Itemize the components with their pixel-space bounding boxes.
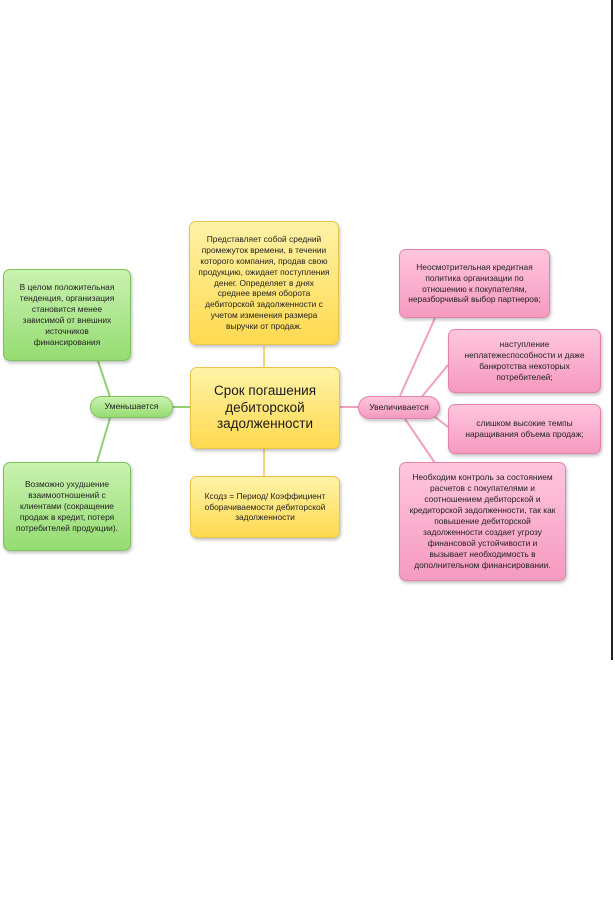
connector-right-1 <box>399 317 436 397</box>
decrease-effect-positive: В целом положительная тенденция, организ… <box>3 269 131 361</box>
formula-text: Ксодз = Период/ Коэффициент оборачиваемо… <box>204 490 326 523</box>
increase-cause-sales-growth: слишком высокие темпы наращивания объема… <box>448 404 601 454</box>
central-title: Срок погашения дебиторской задолженности <box>213 382 317 432</box>
central-topic: Срок погашения дебиторской задолженности <box>190 367 340 449</box>
formula-box: Ксодз = Период/ Коэффициент оборачиваемо… <box>190 476 340 538</box>
increases-label: Увеличивается <box>358 396 440 419</box>
increase-cause-sales-growth-text: слишком высокие темпы наращивания объема… <box>465 418 584 439</box>
decreases-text: Уменьшается <box>104 401 159 412</box>
connector-left-bottom <box>96 417 111 463</box>
increase-cause-insolvency: наступление неплатежеспособности и даже … <box>448 329 601 393</box>
connector-right-2 <box>419 364 449 400</box>
increase-control-needed: Необходим контроль за состоянием расчето… <box>399 462 566 581</box>
increase-cause-insolvency-text: наступление неплатежеспособности и даже … <box>464 339 585 382</box>
increase-control-needed-text: Необходим контроль за состоянием расчето… <box>409 472 556 570</box>
connector-left-top <box>97 360 111 398</box>
decrease-effect-positive-text: В целом положительная тенденция, организ… <box>19 282 115 347</box>
decrease-effect-negative-text: Возможно ухудшение взаимоотношений с кли… <box>16 479 118 533</box>
decrease-effect-negative: Возможно ухудшение взаимоотношений с кли… <box>3 462 131 551</box>
decreases-label: Уменьшается <box>90 396 173 418</box>
increase-cause-credit-policy-text: Неосмотрительная кредитная политика орга… <box>408 261 541 305</box>
page-right-edge <box>611 0 613 660</box>
increase-cause-credit-policy: Неосмотрительная кредитная политика орга… <box>399 249 550 318</box>
definition-box: Представляет собой средний промежуток вр… <box>189 221 339 345</box>
definition-text: Представляет собой средний промежуток вр… <box>198 233 330 332</box>
increases-text: Увеличивается <box>369 401 429 412</box>
connector-right-4 <box>404 418 436 464</box>
